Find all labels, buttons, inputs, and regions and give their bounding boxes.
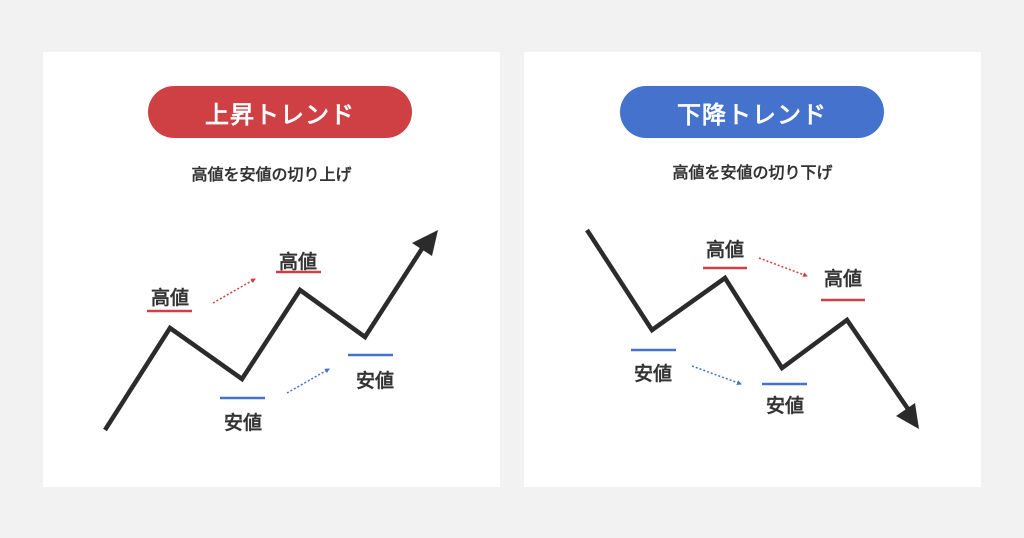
- downtrend-arrowhead-icon: [896, 403, 919, 429]
- downtrend-low2-label: 安値: [766, 394, 804, 417]
- uptrend-low2-label: 安値: [356, 369, 394, 392]
- uptrend-low1-label: 安値: [224, 411, 262, 434]
- uptrend-subtitle: 高値を安値の切り上げ: [191, 165, 352, 184]
- downtrend-title-badge: 下降トレンド: [620, 86, 884, 138]
- uptrend-low-dotted-arrow: [286, 368, 330, 394]
- downtrend-high-dotted-arrow: [758, 257, 808, 277]
- downtrend-high2-label: 高値: [824, 267, 862, 290]
- uptrend-high1-label: 高値: [151, 286, 189, 309]
- uptrend-high-dotted-arrow: [212, 278, 256, 304]
- downtrend-high1-label: 高値: [706, 238, 744, 261]
- uptrend-title-badge: 上昇トレンド: [148, 86, 412, 138]
- uptrend-arrowhead-icon: [412, 230, 438, 256]
- downtrend-low1-label: 安値: [634, 362, 672, 385]
- uptrend-price-line: [103, 242, 427, 432]
- uptrend-high2-label: 高値: [279, 250, 317, 273]
- downtrend-subtitle: 高値を安値の切り下げ: [672, 163, 833, 182]
- downtrend-price-line: [585, 228, 910, 411]
- downtrend-low-dotted-arrow: [691, 365, 742, 385]
